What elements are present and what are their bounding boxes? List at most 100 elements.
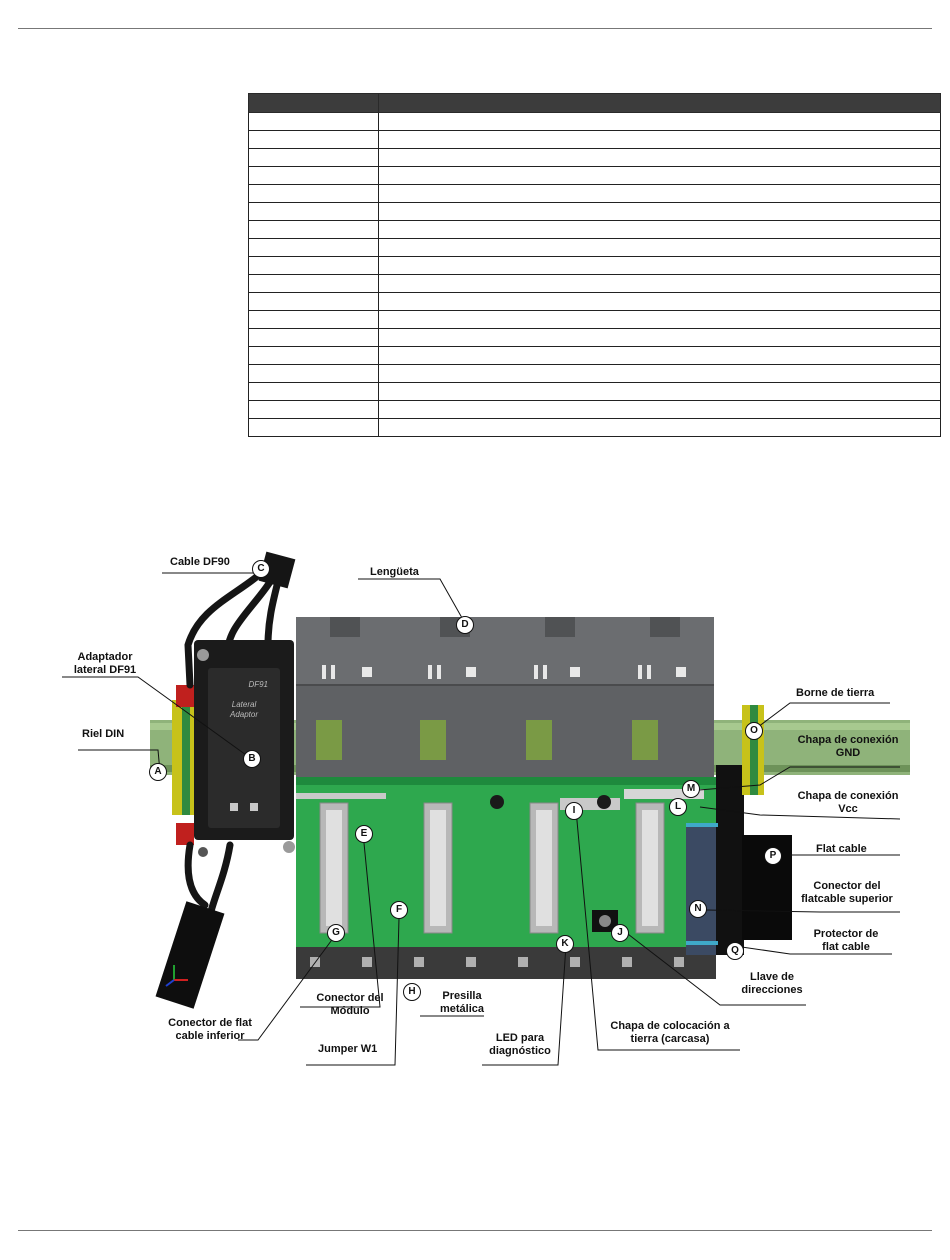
table-row: [248, 418, 941, 437]
table-header-row: [248, 93, 941, 113]
table-header-cell: [248, 93, 379, 113]
table-cell: [378, 220, 941, 239]
table-cell: [378, 382, 941, 401]
marker-j: J: [611, 924, 629, 942]
table-cell: [378, 238, 941, 257]
marker-l: L: [669, 798, 687, 816]
table-cell: [378, 292, 941, 311]
table-cell: [248, 184, 379, 203]
hardware-illustration: DF91 Lateral Adaptor: [62, 551, 910, 1066]
marker-m: M: [682, 780, 700, 798]
table-cell: [378, 400, 941, 419]
table-row: [248, 382, 941, 401]
flatcable-connector: [686, 825, 718, 955]
marker-k: K: [556, 935, 574, 953]
bottom-rule: [18, 1230, 932, 1231]
label-borne-tierra: Borne de tierra: [796, 687, 875, 699]
table-cell: [248, 166, 379, 185]
table-cell: [248, 256, 379, 275]
table-row: [248, 202, 941, 221]
label-flat-cable: Flat cable: [816, 843, 867, 855]
table-row: [248, 364, 941, 383]
marker-i: I: [565, 802, 583, 820]
marker-c: C: [252, 560, 270, 578]
table-row: [248, 292, 941, 311]
table-cell: [248, 202, 379, 221]
marker-d: D: [456, 616, 474, 634]
svg-text:DF91: DF91: [248, 680, 268, 689]
table-cell: [248, 148, 379, 167]
legend-table: [248, 93, 941, 437]
table-cell: [378, 364, 941, 383]
marker-f: F: [390, 901, 408, 919]
table-cell: [378, 256, 941, 275]
rack-bottom: [296, 947, 716, 979]
table-cell: [248, 328, 379, 347]
table-cell: [378, 148, 941, 167]
table-cell: [378, 112, 941, 131]
table-cell: [248, 292, 379, 311]
marker-h: H: [403, 983, 421, 1001]
table-row: [248, 148, 941, 167]
table-cell: [248, 346, 379, 365]
marker-n: N: [689, 900, 707, 918]
table-cell: [378, 166, 941, 185]
table-row: [248, 256, 941, 275]
table-cell: [248, 238, 379, 257]
table-cell: [378, 130, 941, 149]
table-cell: [378, 184, 941, 203]
table-row: [248, 166, 941, 185]
table-cell: [378, 328, 941, 347]
marker-q: Q: [726, 942, 744, 960]
table-cell: [248, 274, 379, 293]
marker-e: E: [355, 825, 373, 843]
table-row: [248, 112, 941, 131]
marker-g: G: [327, 924, 345, 942]
table-row: [248, 274, 941, 293]
table-header-cell: [378, 93, 941, 113]
table-cell: [248, 112, 379, 131]
label-lengueta: Lengüeta: [370, 566, 419, 578]
table-cell: [248, 382, 379, 401]
marker-a: A: [149, 763, 167, 781]
label-jumper: Jumper W1: [318, 1043, 378, 1055]
table-body: [248, 112, 941, 437]
table-cell: [248, 310, 379, 329]
table-cell: [378, 346, 941, 365]
table-row: [248, 328, 941, 347]
table-cell: [248, 418, 379, 437]
table-cell: [248, 364, 379, 383]
marker-o: O: [745, 722, 763, 740]
table-row: [248, 130, 941, 149]
table-row: [248, 346, 941, 365]
hardware-diagram: DF91 Lateral Adaptor: [0, 545, 950, 1075]
df90-cable: [155, 901, 225, 1009]
table-row: [248, 310, 941, 329]
table-row: [248, 238, 941, 257]
table-cell: [248, 220, 379, 239]
label-riel-din: Riel DIN: [82, 728, 125, 740]
table-cell: [378, 274, 941, 293]
marker-p: P: [764, 847, 782, 865]
table-cell: [378, 310, 941, 329]
svg-text:Lateral: Lateral: [232, 700, 257, 709]
table-row: [248, 220, 941, 239]
table-cell: [378, 202, 941, 221]
svg-text:Adaptor: Adaptor: [229, 710, 258, 719]
table-row: [248, 184, 941, 203]
table-cell: [248, 400, 379, 419]
label-cable-df90: Cable DF90: [170, 556, 230, 568]
table-cell: [378, 418, 941, 437]
table-row: [248, 400, 941, 419]
